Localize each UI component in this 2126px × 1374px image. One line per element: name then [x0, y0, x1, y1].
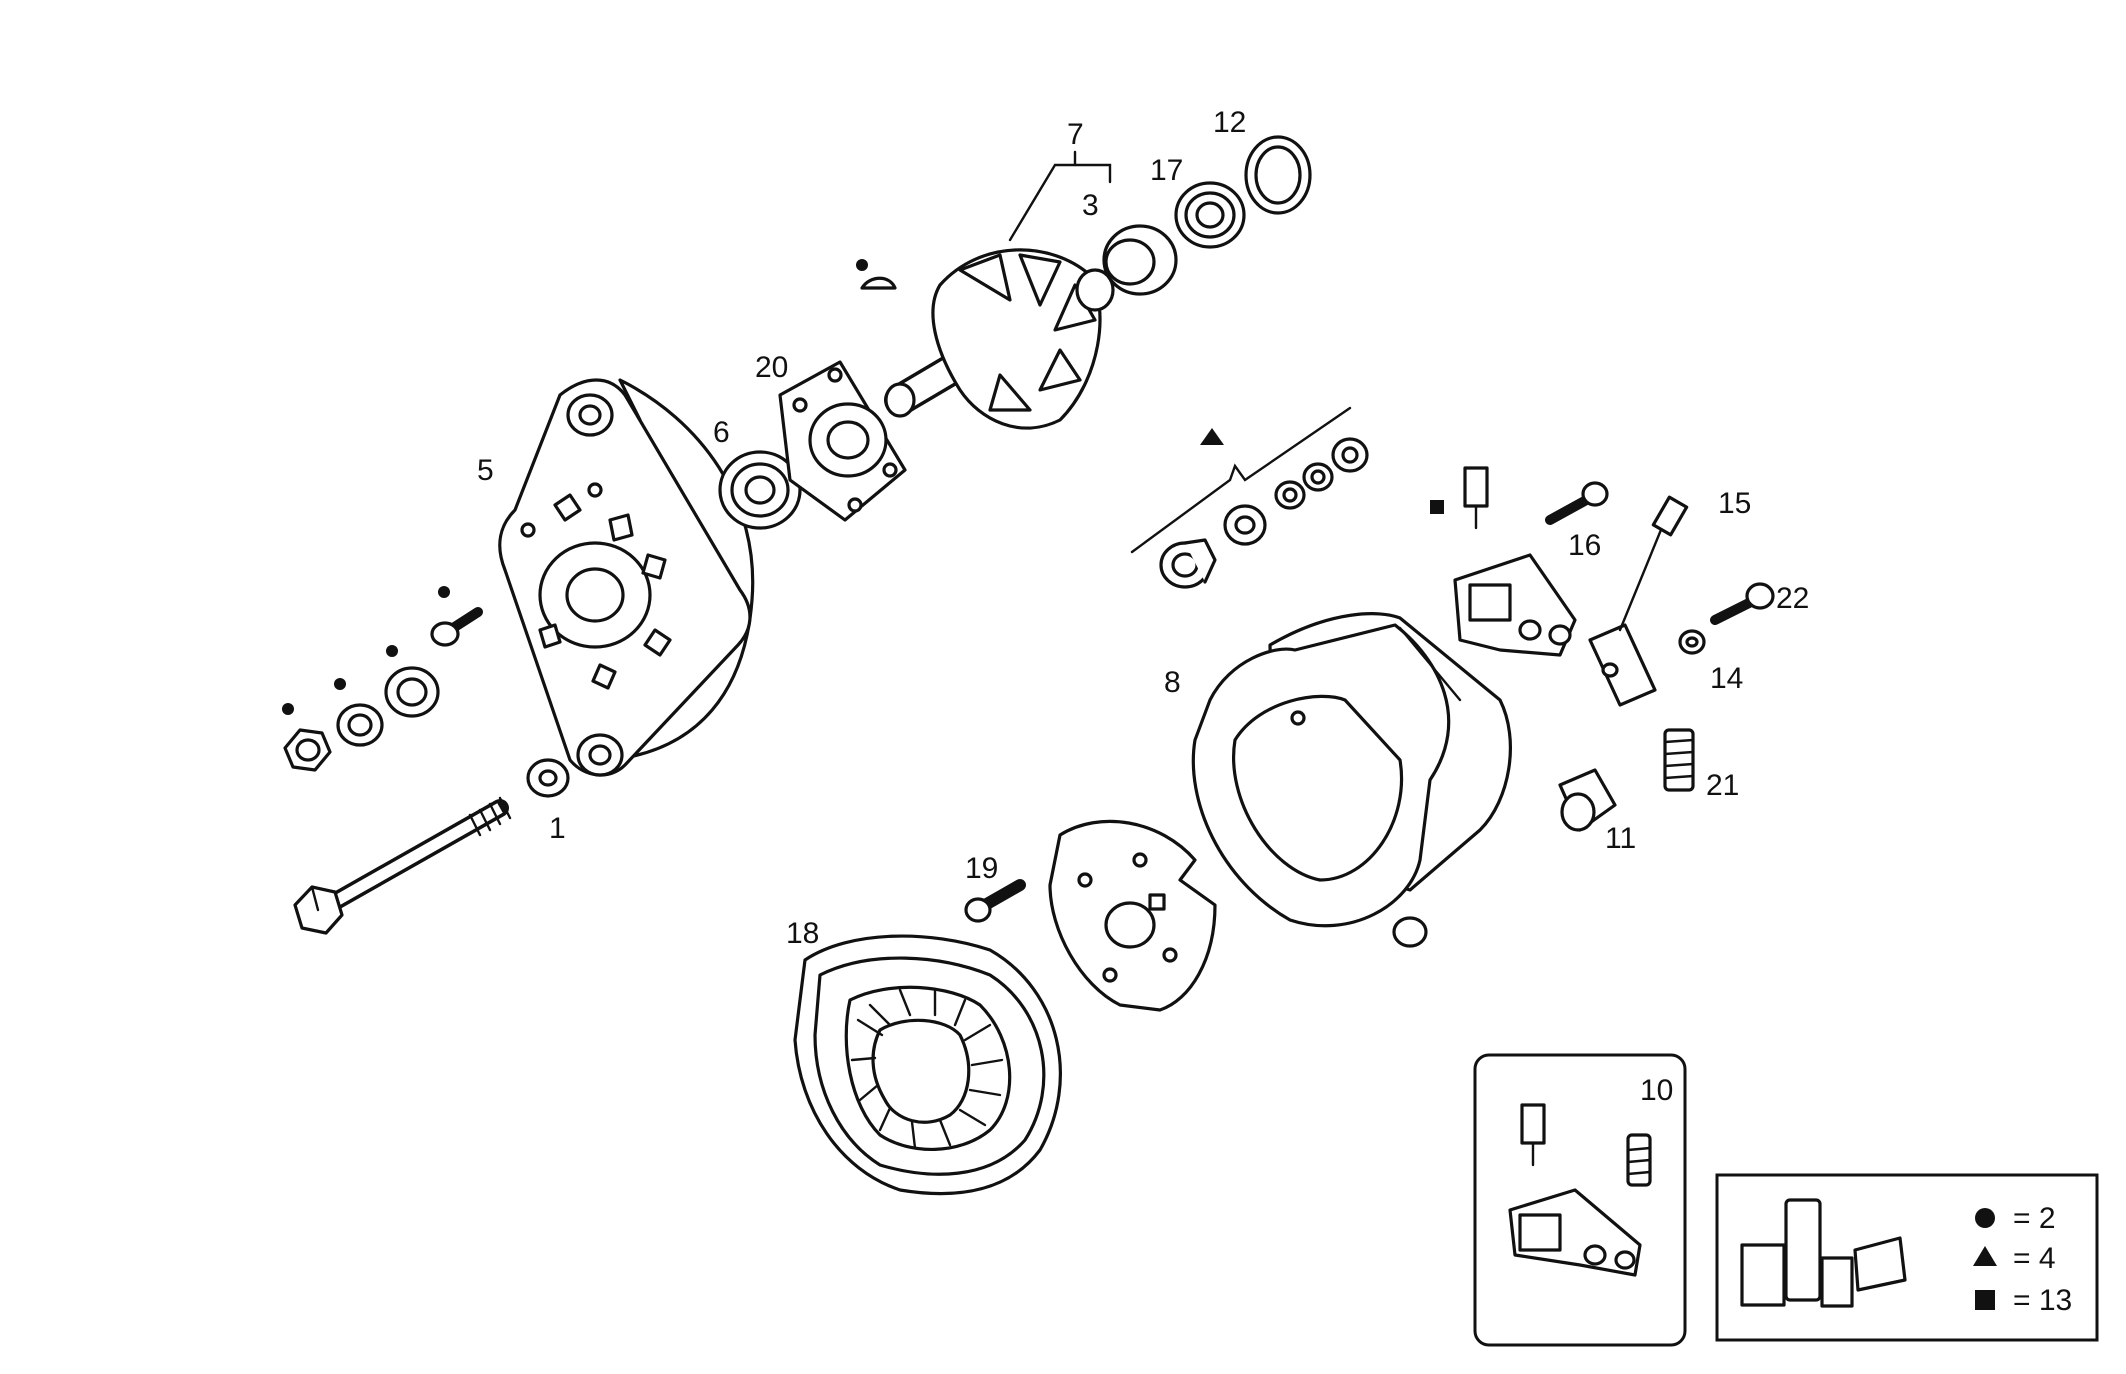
triangle-marker: [1200, 428, 1224, 445]
part-label-14: 14: [1710, 662, 1743, 695]
part-label-19: 19: [965, 852, 998, 885]
seal-ring: [1244, 135, 1312, 215]
spring: [1663, 728, 1695, 792]
drive-end-housing: [498, 378, 755, 777]
spring-washer: [336, 703, 384, 747]
rear-housing: [1191, 612, 1512, 948]
part-label-5: 5: [477, 454, 494, 487]
circle-marker: [386, 645, 398, 657]
part-label-21: 21: [1706, 769, 1739, 802]
part-label-3: 3: [1082, 189, 1099, 222]
screw-16: [1545, 481, 1609, 525]
through-bolt: [293, 796, 512, 935]
part-label-1: 1: [549, 812, 566, 845]
part-label-11: 11: [1605, 822, 1636, 855]
retainer-plate: [778, 360, 907, 522]
legend-circle-icon: [1975, 1208, 1995, 1228]
circle-marker: [282, 703, 294, 715]
part-label-22: 22: [1776, 582, 1809, 615]
bushing: [1159, 538, 1217, 589]
rectifier-plate: [1048, 819, 1217, 1012]
stator: [793, 934, 1062, 1196]
legend-triangle-icon: [1973, 1246, 1997, 1266]
nut: [283, 728, 332, 772]
rotor: [884, 248, 1115, 430]
circle-marker: [856, 259, 868, 271]
washer: [526, 758, 570, 798]
legend-circle-text: = 2: [2013, 1202, 2056, 1235]
spacer: [1558, 768, 1617, 832]
part-label-16: 16: [1568, 529, 1601, 562]
screw-22: [1710, 582, 1775, 625]
rear-bearing: [1174, 181, 1246, 249]
part-label-20: 20: [755, 351, 788, 384]
slip-ring-collar: [1102, 224, 1178, 296]
circle-marker: [438, 586, 450, 598]
legend-triangle-text: = 4: [2013, 1242, 2056, 1275]
washer-14: [1678, 629, 1706, 655]
part-label-17: 17: [1150, 154, 1183, 187]
flanged-nut: [384, 666, 440, 718]
part-label-6: 6: [713, 416, 730, 449]
inset-box-10: [1473, 1053, 1687, 1347]
part-label-12: 12: [1213, 106, 1246, 139]
bracket-7: [1008, 163, 1112, 242]
legend-box: [1715, 1173, 2099, 1342]
part-label-10: 10: [1640, 1074, 1673, 1107]
bearing: [718, 450, 802, 530]
part-label-15: 15: [1718, 487, 1751, 520]
circle-marker: [334, 678, 346, 690]
small-screw: [430, 607, 483, 647]
square-marker: [1430, 500, 1444, 514]
legend-square-text: = 13: [2013, 1284, 2072, 1317]
part-label-8: 8: [1164, 666, 1181, 699]
bracket-triangle: [1130, 406, 1352, 554]
woodruff-key: [860, 276, 897, 290]
stud: [964, 879, 1026, 923]
part-label-7: 7: [1067, 118, 1084, 151]
regulator: [1588, 495, 1689, 707]
part-label-18: 18: [786, 917, 819, 950]
brush: [1463, 466, 1489, 530]
legend-square-icon: [1975, 1290, 1995, 1310]
brush-holder: [1453, 553, 1577, 657]
washer-set: [1223, 437, 1369, 546]
